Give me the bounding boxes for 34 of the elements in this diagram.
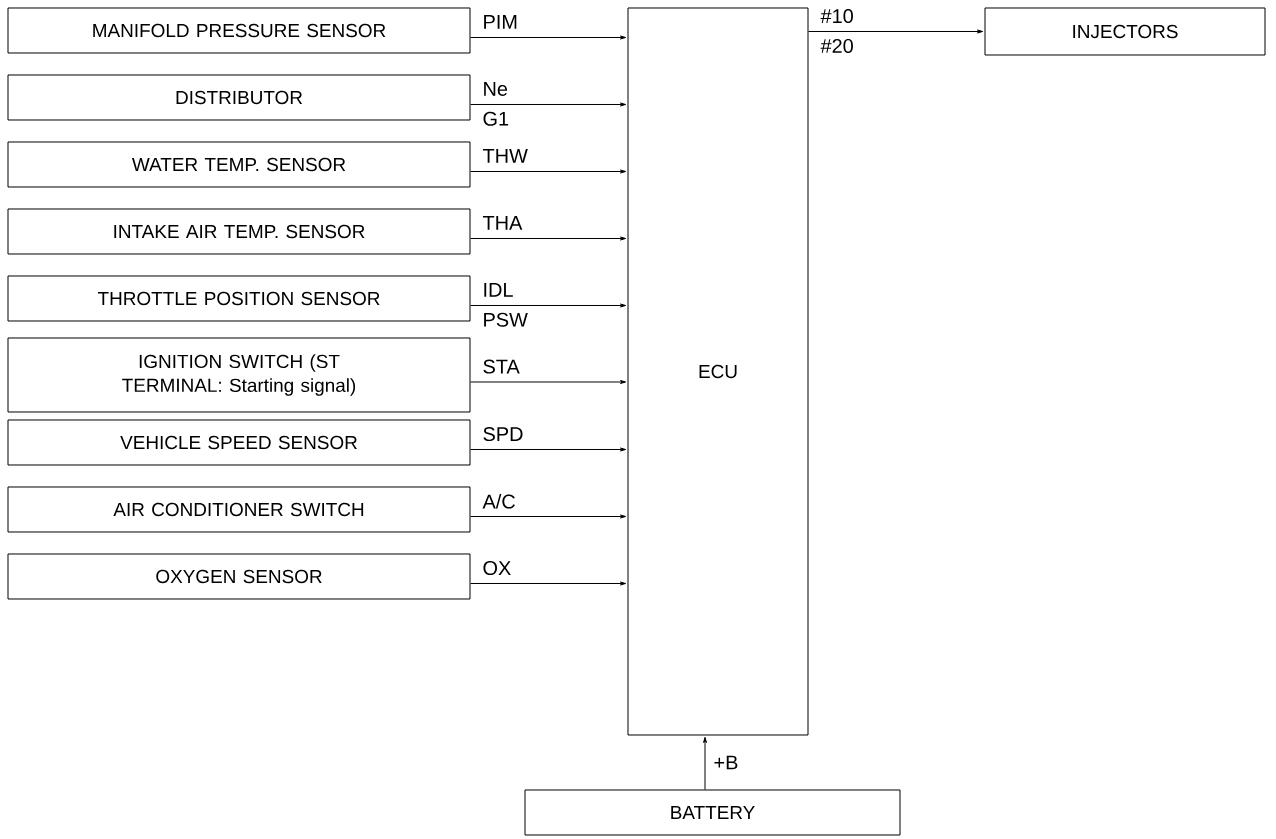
signal-label: SPD bbox=[483, 427, 523, 442]
signal-label: Ne G1 bbox=[483, 82, 509, 126]
arrow bbox=[470, 303, 627, 308]
signal-label: #10 #20 bbox=[820, 9, 853, 53]
component-box: WATER TEMP. SENSOR bbox=[7, 141, 471, 188]
component-box: IGNITION SWITCH (ST TERMINAL: Starting signal) bbox=[7, 337, 471, 413]
arrow bbox=[470, 447, 627, 452]
arrow bbox=[470, 169, 627, 174]
signal-label: IDL PSW bbox=[484, 283, 528, 327]
arrow bbox=[470, 581, 627, 586]
signal-label: PIM bbox=[484, 15, 517, 29]
signal-label: THW bbox=[482, 149, 528, 163]
component-box: OXYGEN SENSOR bbox=[7, 553, 471, 600]
component-box: THROTTLE POSITION SENSOR bbox=[7, 275, 471, 322]
component-box: BATTERY bbox=[524, 789, 901, 836]
signal-label: +B bbox=[714, 755, 738, 770]
signal-label: THA bbox=[482, 216, 523, 230]
component-box: INTAKE AIR TEMP. SENSOR bbox=[7, 208, 471, 255]
control-unit-box: ECU bbox=[627, 7, 809, 736]
signal-label: A/C bbox=[482, 494, 515, 509]
component-box: MANIFOLD PRESSURE SENSOR bbox=[7, 7, 471, 54]
arrow bbox=[470, 380, 627, 384]
signal-label: STA bbox=[483, 359, 520, 374]
arrow bbox=[470, 514, 627, 519]
component-box: DISTRIBUTOR bbox=[7, 74, 471, 121]
component-box: AIR CONDITIONER SWITCH bbox=[7, 486, 471, 533]
arrow bbox=[808, 29, 984, 34]
arrow bbox=[703, 736, 707, 790]
arrow bbox=[470, 236, 627, 241]
component-box: VEHICLE SPEED SENSOR bbox=[7, 419, 471, 466]
signal-label: OX bbox=[483, 561, 511, 576]
arrow bbox=[470, 102, 627, 107]
arrow bbox=[470, 35, 627, 40]
component-box: INJECTORS bbox=[984, 7, 1266, 56]
